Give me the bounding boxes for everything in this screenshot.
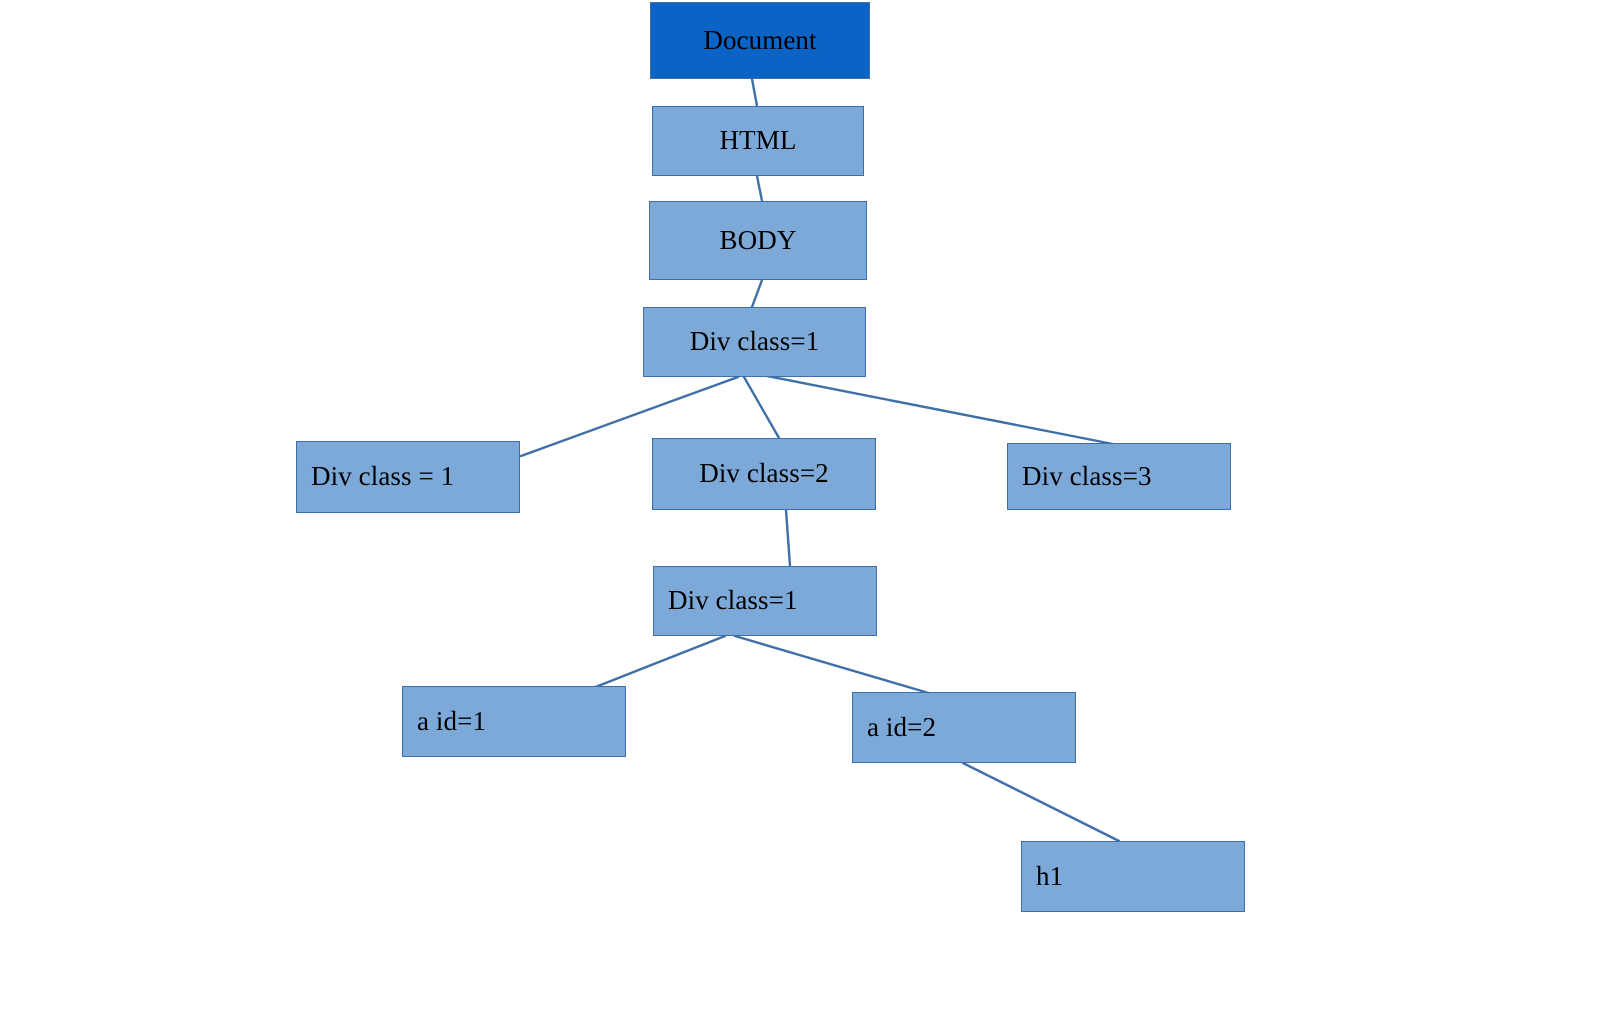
tree-node-label: Div class=2 (699, 458, 829, 489)
tree-node-label: a id=1 (417, 705, 487, 736)
tree-node-h1[interactable]: h1 (1021, 841, 1245, 912)
tree-edge-div-class-1-b-to-a-id-1 (586, 634, 727, 692)
tree-edge-body-to-div-class-1-a (750, 278, 764, 309)
tree-node-label: Document (703, 24, 817, 55)
tree-node-label: h1 (1036, 860, 1064, 891)
tree-edge-div-class-2-to-div-class-1-b (784, 508, 792, 568)
tree-edge-html-to-body (755, 174, 764, 203)
tree-node-div-class-1-a[interactable]: Div class=1 (643, 307, 866, 377)
tree-edge-div-class-1-a-to-div-class-3 (755, 372, 1130, 449)
tree-node-label: Div class=3 (1022, 460, 1152, 491)
tree-node-div-class-2[interactable]: Div class=2 (652, 438, 876, 510)
tree-node-body[interactable]: BODY (649, 201, 867, 280)
tree-node-div-class-eq-1[interactable]: Div class = 1 (296, 441, 520, 513)
tree-edge-div-class-1-b-to-a-id-2 (733, 634, 934, 696)
tree-edge-document-to-html (750, 77, 759, 108)
tree-edge-div-class-1-a-to-div-class-2 (742, 375, 781, 440)
tree-node-label: Div class=1 (668, 585, 798, 616)
tree-node-label: BODY (719, 224, 797, 255)
tree-node-document[interactable]: Document (650, 2, 870, 79)
tree-node-a-id-2[interactable]: a id=2 (852, 692, 1076, 763)
tree-node-label: Div class=1 (689, 326, 820, 357)
tree-node-label: HTML (719, 125, 797, 156)
tree-node-html[interactable]: HTML (652, 106, 864, 176)
tree-node-label: a id=2 (867, 711, 937, 742)
tree-node-a-id-1[interactable]: a id=1 (402, 686, 626, 757)
tree-edge-a-id-2-to-h1 (961, 761, 1121, 843)
tree-node-div-class-3[interactable]: Div class=3 (1007, 443, 1231, 510)
tree-node-label: Div class = 1 (311, 461, 455, 492)
tree-node-div-class-1-b[interactable]: Div class=1 (653, 566, 877, 636)
